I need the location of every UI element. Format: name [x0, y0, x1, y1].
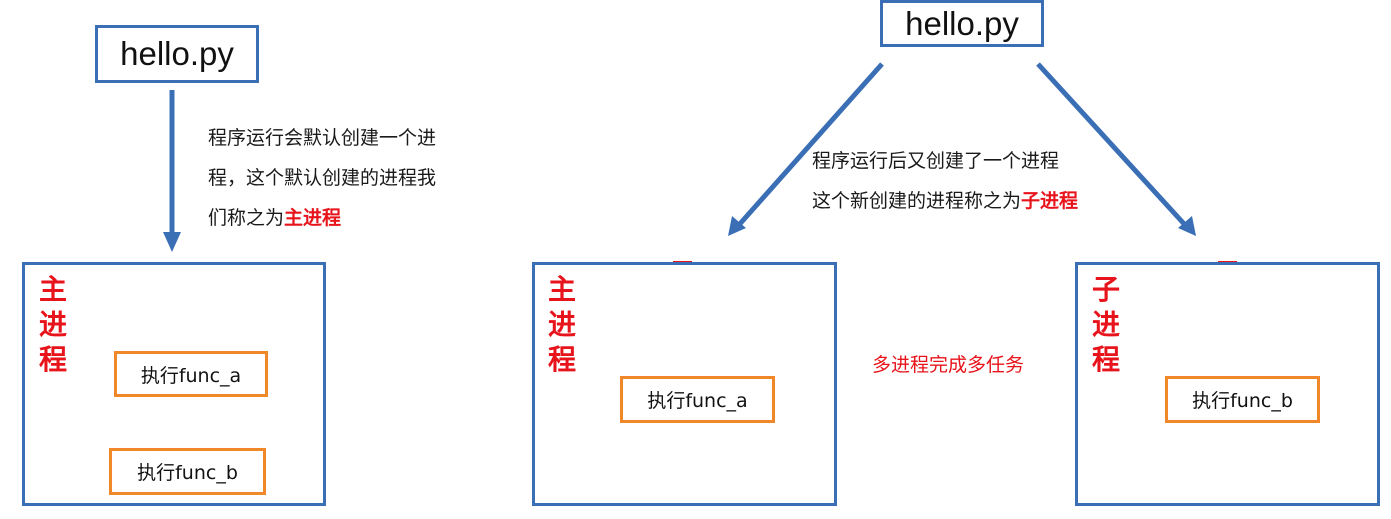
right-hello-py-label: hello.py — [905, 4, 1019, 42]
right-note-line-2: 这个新创建的进程称之为子进程 — [812, 181, 1152, 221]
left-task-a-label: 执行func_a — [140, 364, 242, 387]
right-flow-arrowhead-main — [728, 216, 746, 236]
left-main-process-label: 主进程 — [38, 273, 67, 376]
right-note-line-2-prefix: 这个新创建的进程称之为 — [812, 190, 1022, 212]
child-process-label: 子进程 — [1091, 273, 1120, 376]
left-task-b-label: 执行func_b — [137, 462, 238, 484]
right-flow-arrowhead-child — [1178, 216, 1196, 236]
right-note-highlight: 子进程 — [1021, 190, 1079, 212]
left-note-line-3: 们称之为主进程 — [208, 198, 498, 238]
left-note-line-1: 程序运行会默认创建一个进 — [208, 127, 437, 149]
multi-process-text: 多进程完成多任务 — [872, 354, 1025, 376]
left-note-line-2: 程，这个默认创建的进程我 — [208, 167, 437, 189]
right-task-b: 执行func_b — [1165, 376, 1320, 423]
left-hello-py-box: hello.py — [95, 25, 259, 83]
right-main-process-label: 主进程 — [547, 273, 576, 376]
right-task-b-label: 执行func_b — [1192, 390, 1293, 412]
left-task-b: 执行func_b — [109, 448, 266, 495]
right-note-line-1: 程序运行后又创建了一个进程 — [812, 150, 1060, 172]
right-main-process-box — [532, 262, 837, 506]
left-hello-py-label: hello.py — [120, 35, 234, 72]
right-hello-py-box: hello.py — [880, 0, 1044, 47]
right-note: 程序运行后又创建了一个进程 这个新创建的进程称之为子进程 — [812, 141, 1152, 221]
right-flow-arrow-child — [1036, 62, 1188, 228]
left-task-a: 执行func_a — [114, 351, 268, 397]
left-note-highlight: 主进程 — [284, 207, 342, 229]
right-flow-arrow-main — [736, 62, 884, 228]
left-flow-arrowhead — [163, 232, 181, 252]
left-note-line-3-prefix: 们称之为 — [208, 207, 285, 229]
right-task-a-label: 执行func_a — [647, 390, 748, 412]
left-note: 程序运行会默认创建一个进 程，这个默认创建的进程我 们称之为主进程 — [208, 118, 498, 238]
right-task-a: 执行func_a — [620, 376, 775, 423]
